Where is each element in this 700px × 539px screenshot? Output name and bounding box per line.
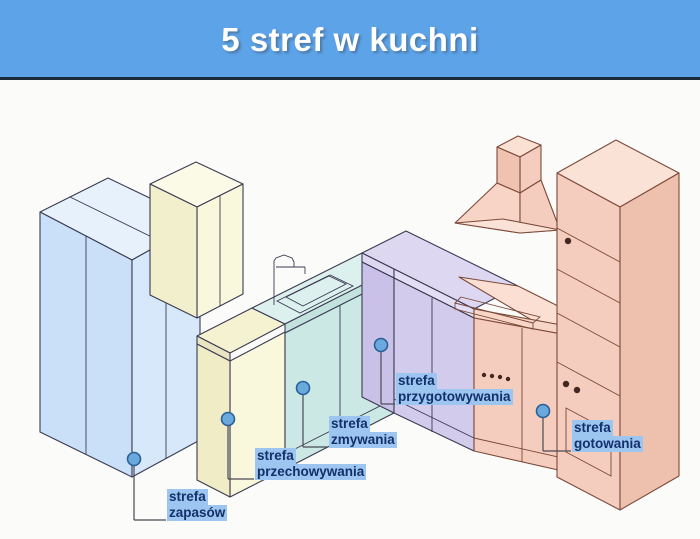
- label-zone-cooking: strefa gotowania: [572, 420, 643, 452]
- marker-cooking[interactable]: [535, 403, 551, 419]
- label-washing-line1: strefa: [329, 416, 370, 432]
- cooktop: [454, 296, 541, 382]
- oven-tower: [556, 139, 680, 511]
- label-preparation-line1: strefa: [396, 373, 437, 389]
- kitchen-diagram: .o { stroke:#3b3b52; stroke-width:1.1; s…: [0, 83, 700, 539]
- range-hood: [454, 135, 561, 234]
- label-zone-washing: strefa zmywania: [329, 416, 397, 448]
- marker-washing[interactable]: [295, 380, 311, 396]
- label-zone-storage: strefa przechowywania: [255, 448, 367, 480]
- label-cooking-line1: strefa: [572, 420, 613, 436]
- header-band: [0, 0, 700, 80]
- marker-storage[interactable]: [220, 411, 236, 427]
- label-cooking-line2: gotowania: [572, 436, 643, 452]
- label-supplies-line2: zapasów: [167, 505, 228, 521]
- label-zone-preparation: strefa przygotowywania: [396, 373, 513, 405]
- label-preparation-line2: przygotowywania: [396, 389, 513, 405]
- zone-cooking-block: [454, 135, 680, 511]
- sink: [276, 274, 355, 314]
- zone-preparation-block: [361, 230, 519, 452]
- label-supplies-line1: strefa: [167, 489, 208, 505]
- marker-supplies[interactable]: [126, 451, 142, 467]
- label-storage-line2: przechowywania: [255, 464, 367, 480]
- zone-storage-upper: [149, 161, 244, 319]
- label-washing-line2: zmywania: [329, 432, 397, 448]
- marker-preparation[interactable]: [373, 337, 389, 353]
- faucet: [273, 254, 306, 305]
- label-zone-supplies: strefa zapasów: [167, 489, 228, 521]
- label-storage-line1: strefa: [255, 448, 296, 464]
- zone-markers[interactable]: [126, 337, 551, 467]
- leader-lines: [133, 345, 571, 521]
- page-title: 5 stref w kuchni: [221, 21, 479, 58]
